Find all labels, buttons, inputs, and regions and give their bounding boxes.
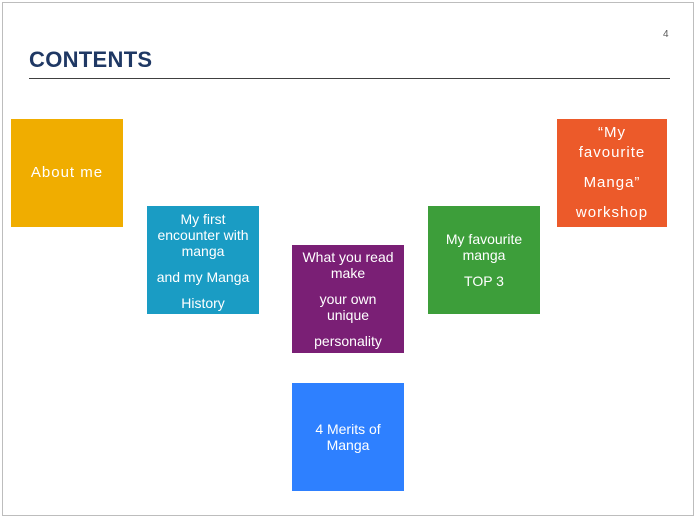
tile-label-line: manga bbox=[462, 247, 506, 263]
tile-label-line: favourite bbox=[578, 144, 646, 161]
tile-label: About me bbox=[30, 164, 104, 181]
tile-label-line: make bbox=[330, 265, 366, 281]
tile-label-line: encounter with bbox=[157, 227, 249, 243]
tile-label-line: 4 Merits of bbox=[315, 421, 381, 437]
tile-label-line: My first bbox=[180, 211, 226, 227]
tile-label-line: personality bbox=[314, 333, 382, 349]
tile-label-line: workshop bbox=[575, 204, 649, 221]
tile-label-line: and my Manga bbox=[156, 269, 250, 285]
tile-label-line: “My bbox=[598, 124, 626, 141]
tile-label-line: Manga” bbox=[583, 174, 641, 191]
tile-first-encounter[interactable]: My first encounter with manga and my Man… bbox=[147, 206, 259, 314]
tile-label-line: What you read bbox=[302, 249, 394, 265]
tile-label-line: My favourite bbox=[445, 231, 523, 247]
tile-merits-of-manga[interactable]: 4 Merits of Manga bbox=[292, 383, 404, 491]
tile-favourite-manga[interactable]: My favourite manga TOP 3 bbox=[428, 206, 540, 314]
tile-label-line: TOP 3 bbox=[464, 273, 504, 289]
tile-label-line: your own bbox=[319, 291, 377, 307]
slide-title: CONTENTS bbox=[29, 47, 153, 72]
tile-what-you-read[interactable]: What you read make your own unique perso… bbox=[292, 245, 404, 353]
tile-label-line: History bbox=[181, 295, 225, 311]
title-divider bbox=[29, 78, 670, 79]
tile-label-line: manga bbox=[181, 243, 225, 259]
tile-label-line: unique bbox=[326, 307, 370, 323]
page-number: 4 bbox=[663, 29, 669, 40]
tile-label-line: Manga bbox=[326, 437, 370, 453]
tile-workshop[interactable]: “My favourite Manga” workshop bbox=[557, 119, 667, 227]
tile-about-me[interactable]: About me bbox=[11, 119, 123, 227]
